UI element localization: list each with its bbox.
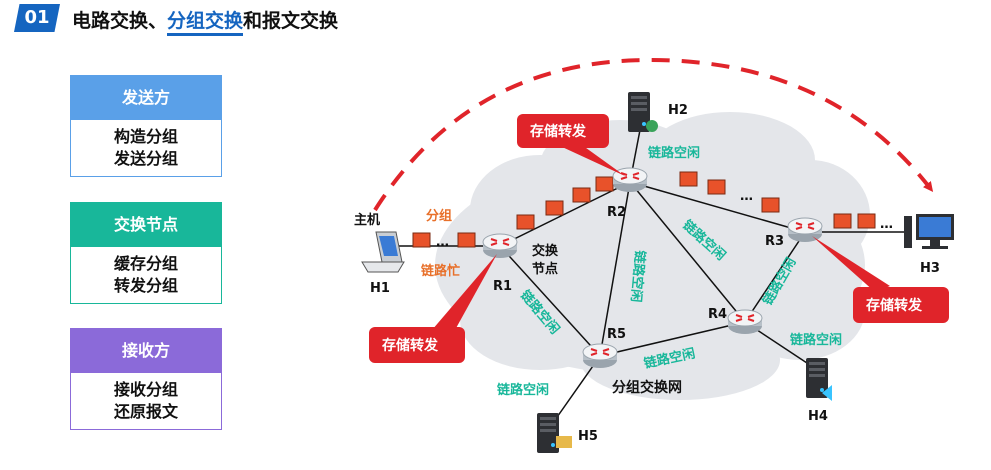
switch-node-box: 交换节点 缓存分组 转发分组 [70,202,222,304]
title-part2: 和报文交换 [243,10,339,32]
router-r1-label: R1 [493,279,512,294]
switch-node-title: 交换节点 [71,203,221,247]
switch-node-line-1: 缓存分组 [113,254,178,273]
title-highlight: 分组交换 [167,10,244,36]
router-r5-icon [582,343,618,369]
packet [857,213,876,229]
router-r4-icon [727,309,763,335]
switch-node-label-1: 交换 [532,243,559,259]
link-idle-label-r4-h4: 链路空闲 [789,332,842,348]
router-r4-label: R4 [708,307,727,322]
switch-node-label-2: 节点 [532,261,558,277]
packet [516,214,535,230]
router-r5-label: R5 [607,327,626,342]
laptop-icon [361,231,405,273]
sender-body: 构造分组 发送分组 [71,120,221,176]
store-forward-label-r2: 存储转发 [530,123,587,140]
signal-icon [822,385,832,401]
store-forward-callout-r3: 存储转发 [812,236,949,323]
host-h2-label: H2 [668,103,688,118]
globe-icon [646,120,658,132]
packet [707,179,726,195]
ellipsis-1: … [436,235,449,250]
store-forward-callout-r2: 存储转发 [517,114,625,176]
receiver-body: 接收分组 还原报文 [71,373,221,429]
host-h5-label: H5 [578,429,598,444]
network-label: 分组交换网 [612,379,682,396]
router-r2-label: R2 [607,205,626,220]
sender-line-1: 构造分组 [113,127,178,146]
router-r1-icon [482,233,518,259]
section-number-badge: 01 [14,4,60,32]
link-idle-label-r2-r5: 链路空闲 [627,249,648,303]
store-forward-label-r1: 存储转发 [382,337,439,354]
switch-node-body: 缓存分组 转发分组 [71,247,221,303]
packet-label: 分组 [426,208,452,224]
host-label: 主机 [354,212,380,228]
host-h4-label: H4 [808,409,828,424]
host-h3-label: H3 [920,261,940,276]
sender-title: 发送方 [71,76,221,120]
packet [457,232,476,248]
page-title: 电路交换、分组交换和报文交换 [72,6,339,36]
packet [572,187,591,203]
packet [545,200,564,216]
server-h5-icon [537,413,559,453]
sender-line-2: 发送分组 [113,149,178,168]
router-r3-label: R3 [765,234,784,249]
link-idle-label-r2-h2: 链路空闲 [647,145,700,161]
packet [833,213,852,229]
ellipsis-3: … [880,217,893,232]
store-forward-label-r3: 存储转发 [866,297,923,314]
store-forward-callout-r1: 存储转发 [369,254,497,363]
router-r3-icon [787,217,823,243]
receiver-line-1: 接收分组 [113,380,178,399]
packet [679,171,698,187]
link-busy-label: 链路忙 [420,263,460,279]
switch-node-line-2: 转发分组 [113,276,178,295]
title-part1: 电路交换、 [72,10,168,32]
link-idle-label-r5-h5: 链路空闲 [496,382,549,398]
receiver-title: 接收方 [71,329,221,373]
packets [412,171,876,248]
packet [412,232,431,248]
ellipsis-2: … [740,189,753,204]
sender-box: 发送方 构造分组 发送分组 [70,75,222,177]
header: 01 电路交换、分组交换和报文交换 [0,0,991,40]
packet [595,176,614,192]
desktop-icon [904,214,954,249]
packet [761,197,780,213]
host-h1-label: H1 [370,281,390,296]
transfer-arc-arrow [373,57,934,212]
receiver-line-2: 还原报文 [113,402,178,421]
receiver-box: 接收方 接收分组 还原报文 [70,328,222,430]
folder-icon [556,436,572,448]
